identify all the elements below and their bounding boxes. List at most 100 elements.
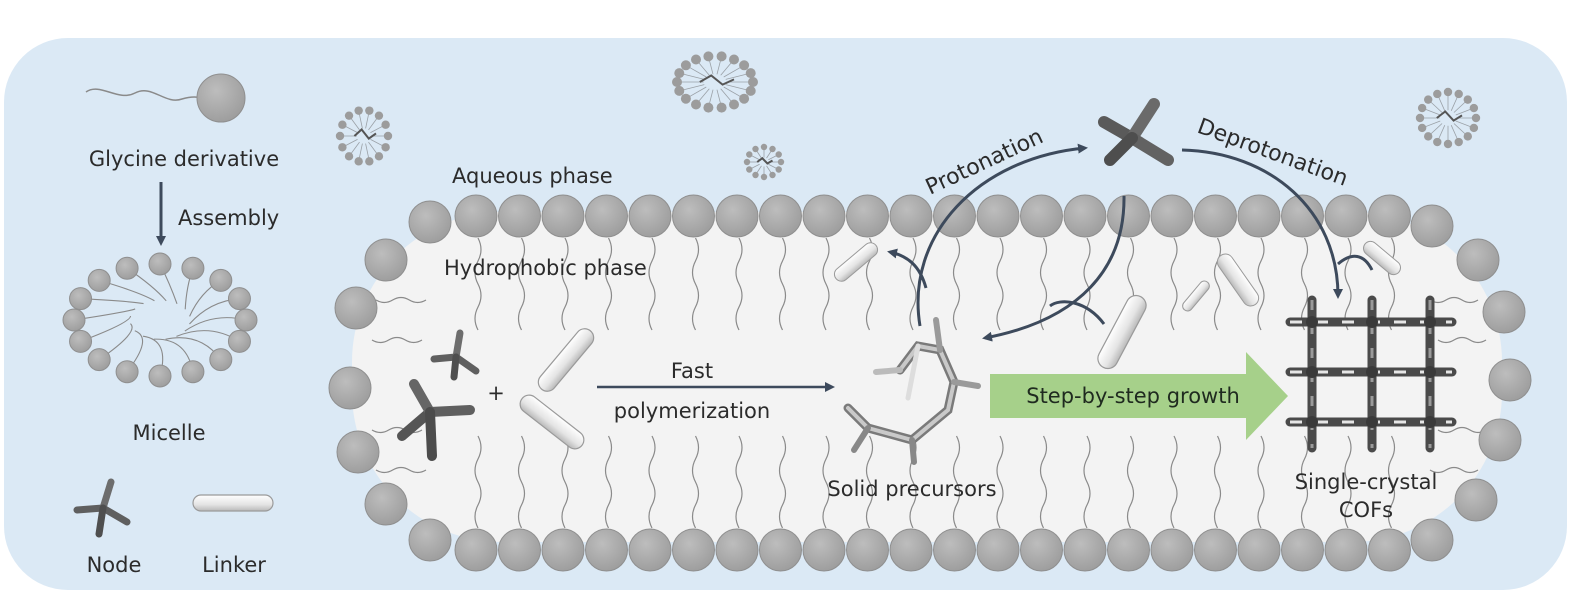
head-bead	[1456, 238, 1500, 282]
head-bead	[585, 194, 628, 238]
single-crystal-label: Single-crystal	[1295, 470, 1438, 494]
single-crystal-cof-lattice	[1285, 295, 1457, 453]
lipid-tail	[375, 296, 427, 304]
head-bead	[181, 256, 205, 280]
lipid-tail	[735, 435, 743, 529]
micelle-legend-icon	[62, 252, 258, 388]
head-bead	[408, 518, 452, 562]
lipid-tail	[1126, 435, 1135, 529]
return-arrow	[982, 195, 1126, 342]
head-beads-top	[454, 194, 1411, 238]
head-bead	[1063, 194, 1107, 238]
head-bead	[181, 360, 205, 384]
head-bead	[802, 528, 846, 572]
linker-floating-2	[1216, 253, 1260, 307]
head-bead	[1237, 528, 1281, 572]
lipid-tail	[1437, 426, 1487, 434]
lipid-tail	[1039, 435, 1048, 529]
lipid-tail	[1170, 237, 1178, 331]
head-bead	[1488, 358, 1532, 402]
lipid-tail	[822, 237, 830, 331]
release-arrow-left	[887, 248, 928, 289]
cof-node	[1366, 316, 1378, 328]
merge-arrow	[1049, 300, 1106, 325]
head-bead	[87, 348, 111, 372]
floating-micelle	[1415, 87, 1481, 149]
head-bead	[889, 194, 933, 238]
cof-node	[1424, 316, 1436, 328]
lipid-tail	[1213, 237, 1222, 331]
head-bead	[1368, 528, 1411, 572]
lipid-tail	[952, 435, 961, 529]
head-bead	[408, 200, 452, 244]
protonation-arrow	[916, 143, 1088, 327]
lipid-tail	[375, 466, 427, 474]
linker-molecule-lower	[519, 394, 585, 450]
head-bead	[1150, 528, 1194, 572]
plus-sign: +	[487, 381, 505, 405]
floating-micelle	[743, 143, 785, 181]
lipid-tail	[1387, 237, 1396, 331]
head-bead	[1107, 194, 1150, 238]
linker-floating-3	[1182, 280, 1210, 312]
head-bead	[328, 366, 372, 410]
release-arrow-right	[1337, 254, 1374, 271]
head-bead	[541, 528, 585, 572]
head-bead	[933, 528, 976, 572]
lipid-tail	[474, 435, 482, 529]
fast-label: Fast	[671, 359, 713, 383]
lipid-tail	[865, 435, 874, 529]
head-bead	[115, 256, 139, 280]
head-bead	[846, 194, 889, 238]
cof-node	[1306, 416, 1318, 428]
lipid-tail	[371, 336, 423, 344]
head-bead	[802, 194, 846, 238]
solid-precursors-label: Solid precursors	[827, 477, 996, 501]
step-growth-arrow	[990, 352, 1288, 440]
head-bead	[234, 308, 258, 332]
lipid-tail	[517, 237, 526, 331]
head-bead	[87, 268, 111, 292]
lipid-tail	[691, 435, 700, 529]
aqueous-phase-label: Aqueous phase	[452, 164, 613, 188]
head-bead	[1410, 204, 1454, 248]
head-bead	[628, 194, 672, 238]
glycine-derivative-label: Glycine derivative	[89, 147, 279, 171]
head-bead	[1020, 194, 1063, 238]
floating-micelles	[335, 51, 1481, 181]
lipid-tail	[474, 237, 482, 331]
head-beads-sides	[328, 200, 1532, 562]
lipid-tail	[1170, 435, 1178, 529]
lipid-tail	[1429, 466, 1479, 474]
head-bead	[715, 194, 759, 238]
lipid-tail	[648, 435, 656, 529]
head-bead	[115, 360, 139, 384]
lipid-tail	[996, 435, 1004, 529]
cof-node	[1424, 416, 1436, 428]
lipid-tail	[1257, 237, 1265, 331]
lipid-tail	[778, 435, 787, 529]
head-bead	[1324, 194, 1368, 238]
lipid-tail	[1300, 237, 1309, 331]
head-bead	[69, 329, 93, 353]
head-bead	[1281, 528, 1324, 572]
head-bead	[498, 194, 541, 238]
head-bead	[1194, 528, 1237, 572]
deprotonation-arrow	[1181, 148, 1343, 299]
head-bead	[628, 528, 672, 572]
head-bead	[364, 482, 408, 526]
lipid-tail	[1083, 237, 1091, 331]
head-bead	[976, 194, 1020, 238]
head-bead	[454, 194, 498, 238]
cof-node	[1306, 316, 1318, 328]
cof-node	[1306, 366, 1318, 378]
head-bead	[334, 286, 378, 330]
cof-node	[1366, 366, 1378, 378]
head-bead	[1478, 418, 1522, 462]
cof-node	[1424, 366, 1436, 378]
head-bead	[1020, 528, 1063, 572]
head-bead	[933, 194, 976, 238]
floating-micelle	[335, 106, 393, 166]
lipid-tail	[909, 237, 917, 331]
